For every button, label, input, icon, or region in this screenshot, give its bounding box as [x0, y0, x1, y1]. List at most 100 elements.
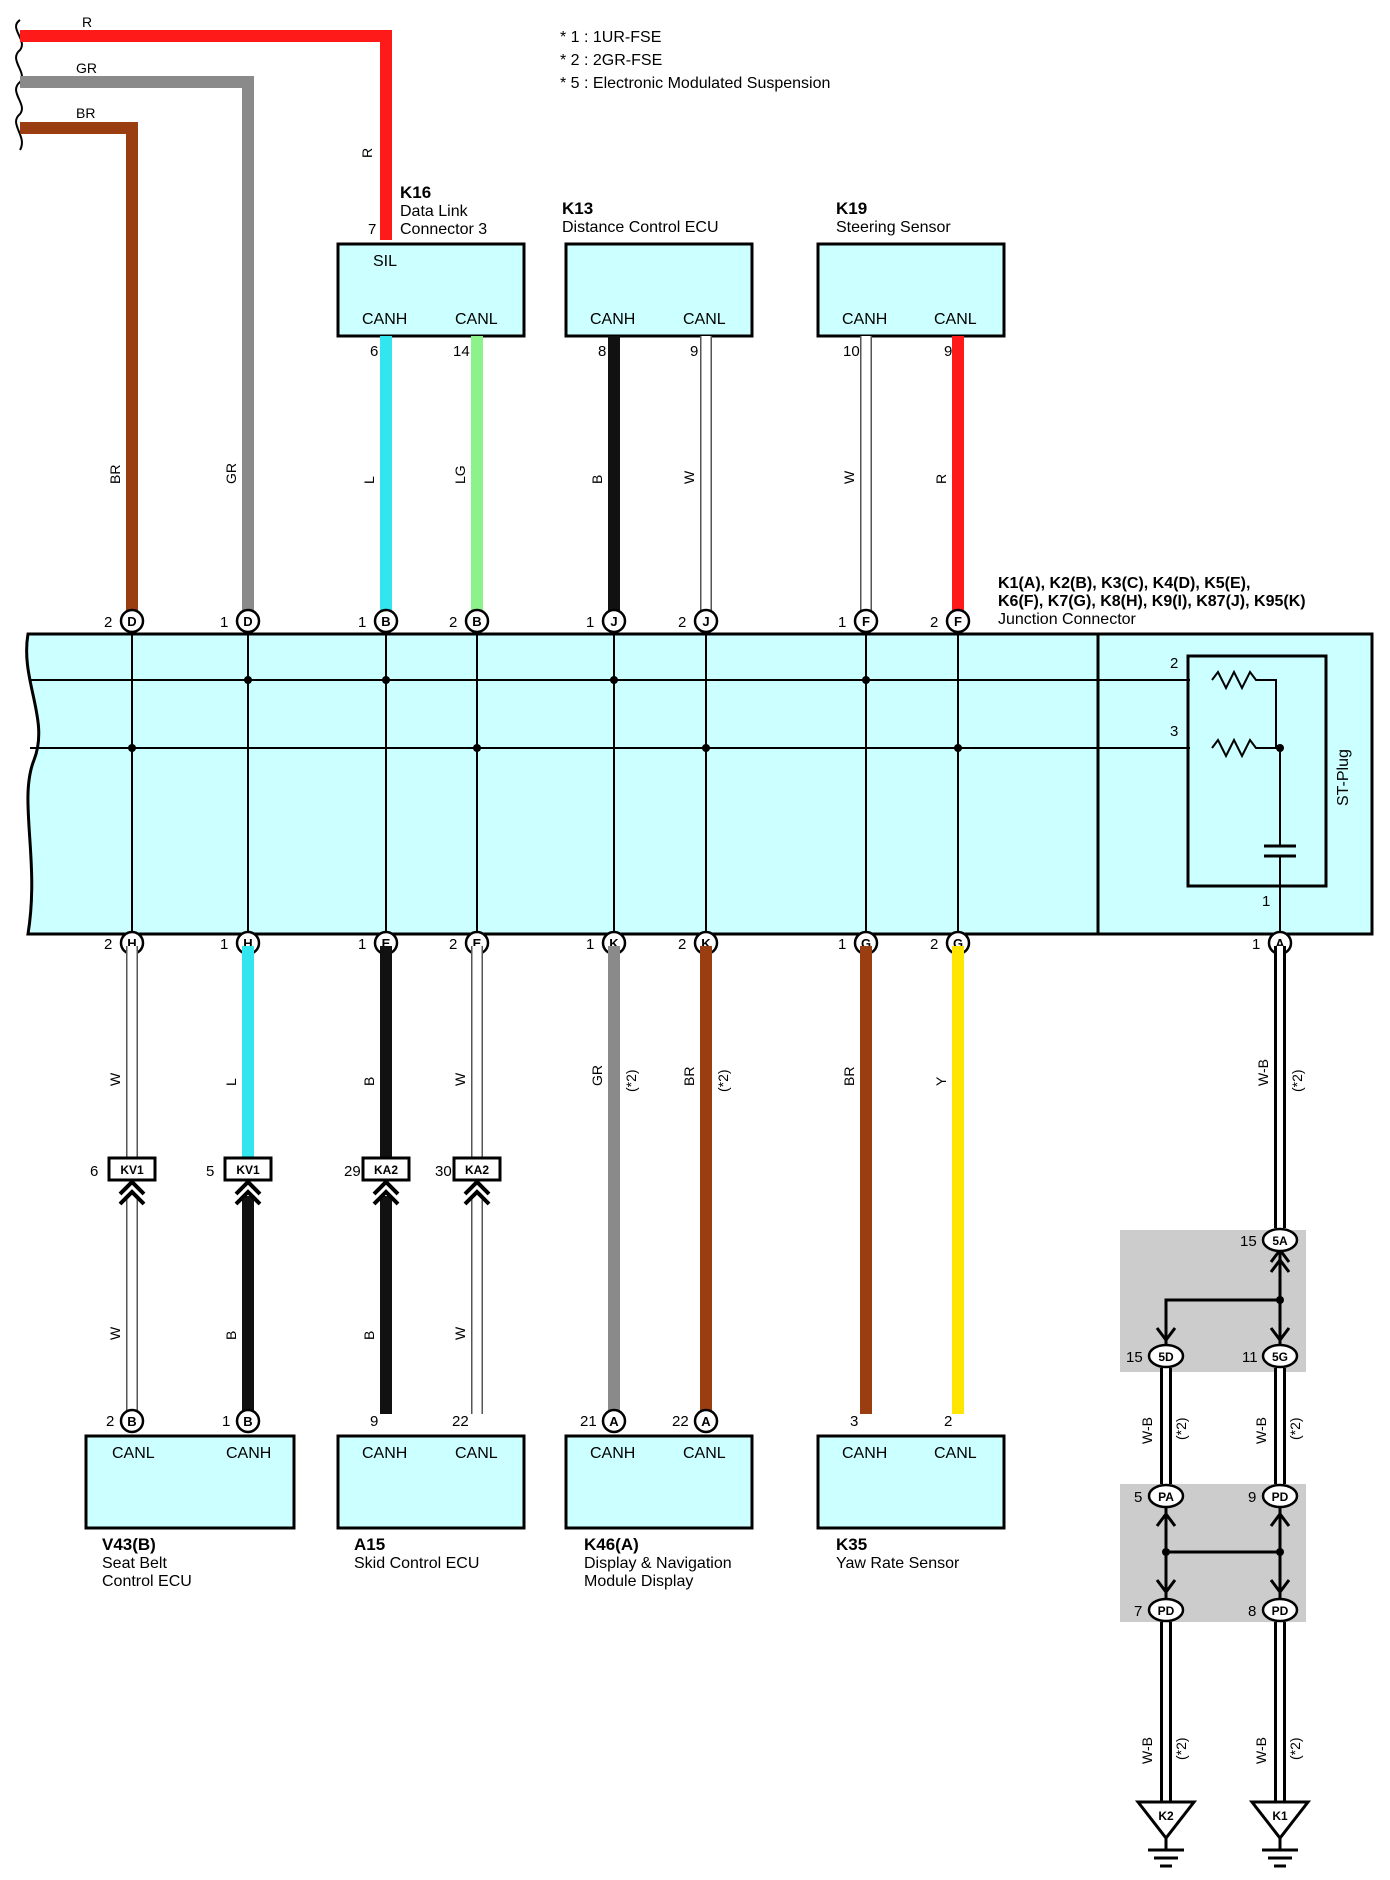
wire-gr-top [20, 76, 254, 618]
junction-pin-num-bottom: 2 [930, 936, 938, 953]
junction-pin-num-bottom: 2 [678, 936, 686, 953]
inline-connector-pin: 5 [206, 1163, 214, 1180]
k16-canh-label: CANH [362, 311, 407, 328]
inline-connector-name: KV1 [236, 1163, 260, 1177]
lower-wire-label: BR [841, 1067, 857, 1086]
k13-pin-canh: 8 [598, 343, 606, 360]
lower-wire-note: (*2) [715, 1069, 731, 1092]
conn-pd-top-pin: 9 [1248, 1489, 1256, 1506]
junction-connector: K1(A), K2(B), K3(C), K4(D), K5(E), K6(F)… [25, 575, 1374, 936]
component-a15: CANH CANL A15 Skid Control ECU [336, 1434, 526, 1572]
gp-wire-label-l2: W-B [1139, 1737, 1155, 1764]
k46-ref: K46(A) [584, 1535, 639, 1554]
conn-5a-name: 5A [1272, 1234, 1288, 1248]
junction-line2: K6(F), K7(G), K8(H), K9(I), K87(J), K95(… [998, 593, 1306, 610]
junction-circ-top: D [127, 614, 136, 629]
k19-name1: Steering Sensor [836, 219, 951, 236]
k46-name2: Module Display [584, 1573, 693, 1590]
conn-5d-pin: 15 [1126, 1349, 1143, 1366]
junction-circ-bottom: H [243, 936, 252, 951]
note-2: * 2 : 2GR-FSE [560, 52, 662, 69]
junction-circ-bottom: K [609, 936, 619, 951]
wire-label-r-top: R [82, 14, 92, 30]
k35-pin-canl: 2 [944, 1413, 952, 1430]
st-plug-pin-1: 1 [1262, 893, 1270, 910]
upper-wire-label: R [933, 474, 949, 484]
upper-wire-label: B [589, 475, 605, 484]
junction-pin-num-bottom: 1 [1252, 936, 1260, 953]
junction-pin-num-top: 1 [586, 614, 594, 631]
a15-canl-label: CANL [455, 1445, 498, 1462]
wire-label-br-top: BR [76, 105, 95, 121]
junction-pin-top [119, 608, 145, 634]
k19-canh-label: CANH [842, 311, 887, 328]
junction-line3: Junction Connector [998, 611, 1137, 628]
component-k19: K19 Steering Sensor CANH CANL [816, 199, 1006, 338]
junction-pin-num-top: 2 [930, 614, 938, 631]
lower-component-pins: 2 B 1 B 9 22 21 A 22 A 3 2 [106, 1408, 952, 1434]
conn-pa-name: PA [1158, 1490, 1174, 1504]
junction-circ-top: B [381, 614, 390, 629]
junction-pin-top [693, 608, 719, 634]
a15-ref: A15 [354, 1535, 385, 1554]
gp-wire-label-r1: W-B [1253, 1417, 1269, 1444]
junction-pin-num-top: 2 [449, 614, 457, 631]
lower-wire-note: (*2) [1289, 1069, 1305, 1092]
junction-circ-bottom: G [861, 936, 871, 951]
k16-name1: Data Link [400, 203, 469, 220]
gp-wire-note-r2: (*2) [1287, 1737, 1303, 1760]
wire-r-top [20, 30, 392, 240]
inline-below-label: W [452, 1326, 468, 1340]
lower-wire-label: W-B [1255, 1059, 1271, 1086]
v43-circ-canh: B [243, 1414, 252, 1429]
a15-pin-canh: 9 [370, 1413, 378, 1430]
note-1: * 1 : 1UR-FSE [560, 29, 661, 46]
k46-pin-canh: 21 [580, 1413, 597, 1430]
k19-pin-canl: 9 [944, 343, 952, 360]
ground-k2-label: K2 [1158, 1809, 1174, 1823]
k46-circ-canl: A [701, 1414, 711, 1429]
junction-circ-bottom: K [701, 936, 711, 951]
st-plug-pin-3: 3 [1170, 723, 1178, 740]
lower-wire-label: BR [681, 1067, 697, 1086]
junction-line1: K1(A), K2(B), K3(C), K4(D), K5(E), [998, 575, 1250, 592]
k16-ref: K16 [400, 183, 431, 202]
v43-pin-canh: 1 [222, 1413, 230, 1430]
st-plug-label: ST-Plug [1335, 749, 1352, 806]
junction-circ-top: D [243, 614, 252, 629]
junction-circ-bottom: G [953, 936, 963, 951]
k13-name1: Distance Control ECU [562, 219, 719, 236]
lower-wire-label: GR [589, 1065, 605, 1086]
k46-canl-label: CANL [683, 1445, 726, 1462]
st-plug-pin-2: 2 [1170, 655, 1178, 672]
junction-dot [862, 676, 870, 684]
inline-connector-name: KA2 [465, 1163, 489, 1177]
wire-label-gr-top: GR [76, 60, 97, 76]
top-wires: R GR BR R [20, 14, 392, 618]
inline-connector-name: KV1 [120, 1163, 144, 1177]
component-v43: CANL CANH V43(B) Seat Belt Control ECU [84, 1434, 296, 1590]
junction-circ-top: F [862, 614, 870, 629]
gp-wire-note-l1: (*2) [1173, 1417, 1189, 1440]
junction-pin-num-bottom: 1 [358, 936, 366, 953]
lower-wire-label: Y [933, 1076, 949, 1086]
v43-name1: Seat Belt [102, 1555, 167, 1572]
lower-wire-note: (*2) [623, 1069, 639, 1092]
conn-pd-right-name: PD [1272, 1604, 1289, 1618]
k16-pin-sil: 7 [368, 221, 376, 238]
upper-wire-segments: 6 14 8 9 10 9 [370, 336, 964, 618]
wire-label-r-vertical: R [359, 148, 375, 158]
upper-wire-label: L [361, 476, 377, 484]
k35-canh-label: CANH [842, 1445, 887, 1462]
inline-connector-arrow-icon [372, 1179, 400, 1206]
component-k16: K16 Data Link Connector 3 7 SIL CANH CAN… [336, 183, 526, 338]
inline-connector-arrow-icon [463, 1179, 491, 1206]
junction-circ-bottom: E [473, 936, 482, 951]
junction-pin-num-top: 1 [358, 614, 366, 631]
conn-pd-left-name: PD [1158, 1604, 1175, 1618]
conn-5a-pin: 15 [1240, 1233, 1257, 1250]
